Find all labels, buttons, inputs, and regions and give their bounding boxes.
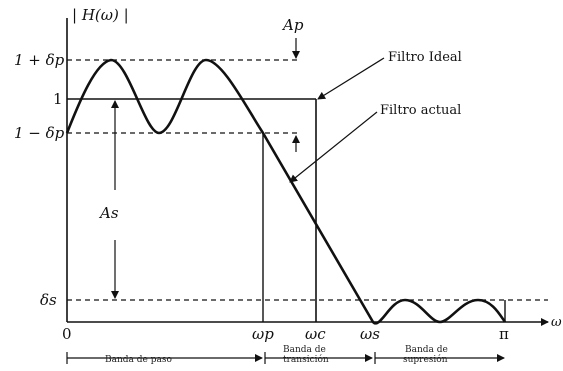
one-minus-dp-label: 1 − δp xyxy=(14,124,65,142)
ideal-filter-pointer xyxy=(317,57,385,100)
actual-filter-pointer xyxy=(289,111,378,183)
transition-band-label-2: transición xyxy=(283,354,329,365)
one-label: 1 xyxy=(53,90,63,108)
actual-filter-curve xyxy=(65,58,507,325)
ap-label: Ap xyxy=(281,16,304,34)
omega-c-label: ωc xyxy=(305,325,326,343)
one-plus-dp-label: 1 + δp xyxy=(14,51,65,69)
ideal-filter-label: Filtro Ideal xyxy=(388,50,462,65)
omega-s-label: ωs xyxy=(360,325,380,343)
stop-band-label-2: supresión xyxy=(403,354,448,365)
pi-label: π xyxy=(499,325,509,343)
omega-axis-label: ω xyxy=(551,315,562,330)
pass-band-label: Banda de paso xyxy=(105,355,172,365)
as-label: As xyxy=(98,204,119,222)
y-axis-label: | H(ω) | xyxy=(72,6,129,24)
transition-band-label-1: Banda de xyxy=(283,345,326,355)
zero-label: 0 xyxy=(62,325,72,343)
delta-s-label: δs xyxy=(40,291,57,309)
actual-filter-label: Filtro actual xyxy=(380,103,461,118)
stop-band-label-1: Banda de xyxy=(405,345,448,355)
omega-p-label: ωp xyxy=(252,325,274,343)
